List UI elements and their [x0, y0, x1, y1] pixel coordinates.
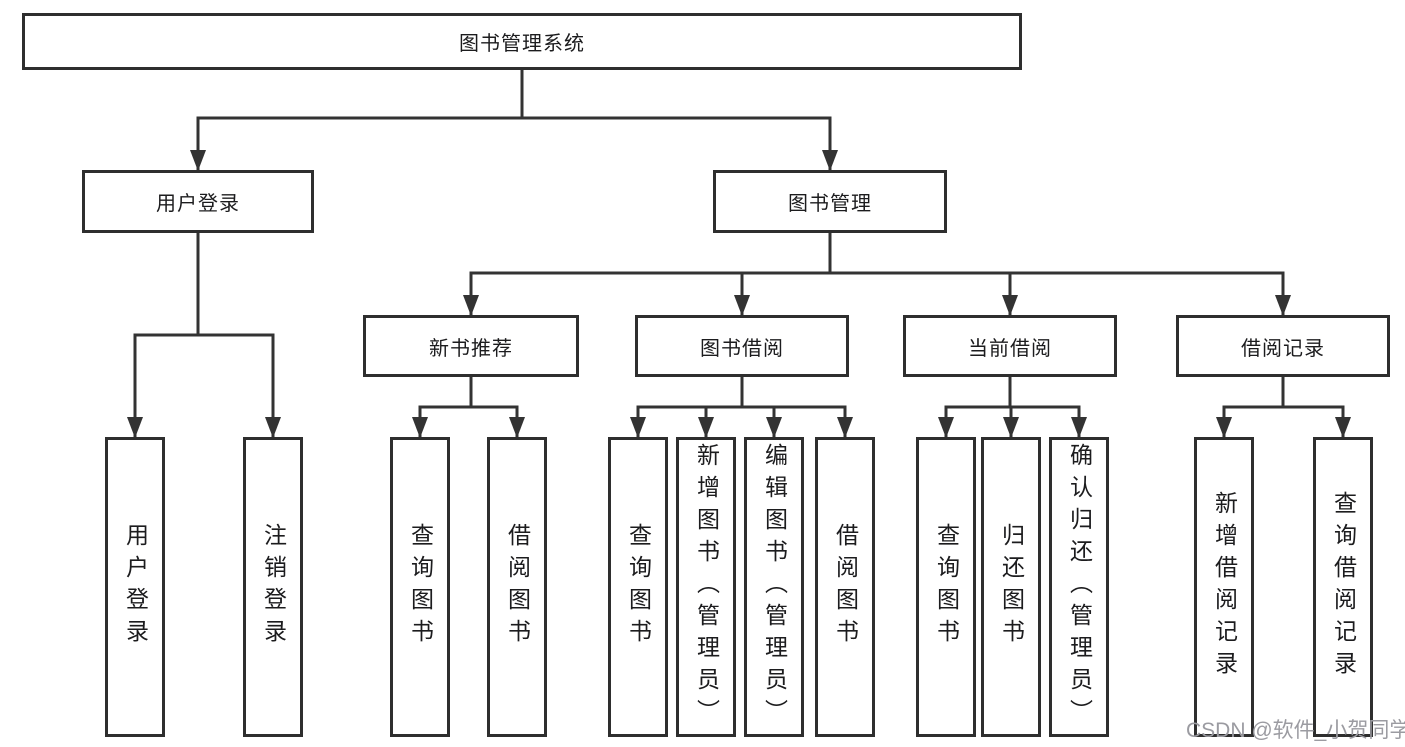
node-current-borrow-label: 当前借阅	[968, 337, 1052, 360]
node-root-label: 图书管理系统	[459, 33, 585, 55]
node-book-borrow-label: 图书借阅	[700, 337, 784, 360]
leaf-query-borrow-record: 查询借阅记录	[1313, 437, 1373, 737]
leaf-logout: 注销登录	[243, 437, 303, 737]
leaf-user-login-label: 用户登录	[122, 523, 148, 651]
leaf-add-borrow-record: 新增借阅记录	[1194, 437, 1254, 737]
leaf-add-book-admin: 新增图书（管理员）	[676, 437, 736, 737]
leaf-borrow-book-label: 借阅图书	[832, 523, 858, 651]
node-book-management-label: 图书管理	[788, 193, 872, 215]
node-new-book-recommend-label: 新书推荐	[429, 337, 513, 360]
leaf-borrow-book-recommend: 借阅图书	[487, 437, 547, 737]
leaf-query-book-current: 查询图书	[916, 437, 976, 737]
leaf-edit-book-admin-label: 编辑图书（管理员）	[761, 443, 787, 731]
csdn-watermark: CSDN @软件_小贺同学	[1186, 719, 1405, 742]
leaf-confirm-return-admin-label: 确认归还（管理员）	[1066, 443, 1092, 731]
leaf-query-borrow-record-label: 查询借阅记录	[1330, 491, 1356, 683]
leaf-add-borrow-record-label: 新增借阅记录	[1211, 491, 1237, 683]
leaf-borrow-book-recommend-label: 借阅图书	[504, 523, 530, 651]
node-borrow-record: 借阅记录	[1176, 315, 1390, 377]
leaf-query-book-borrow: 查询图书	[608, 437, 668, 737]
leaf-add-book-admin-label: 新增图书（管理员）	[693, 443, 719, 731]
leaf-query-book-recommend: 查询图书	[390, 437, 450, 737]
node-user-login: 用户登录	[82, 170, 314, 233]
node-book-borrow: 图书借阅	[635, 315, 849, 377]
node-user-login-label: 用户登录	[156, 193, 240, 215]
leaf-return-book-label: 归还图书	[998, 523, 1024, 651]
leaf-query-book-recommend-label: 查询图书	[407, 523, 433, 651]
leaf-confirm-return-admin: 确认归还（管理员）	[1049, 437, 1109, 737]
node-root: 图书管理系统	[22, 13, 1022, 70]
arrowheads	[127, 150, 1351, 438]
leaf-logout-label: 注销登录	[260, 523, 286, 651]
node-borrow-record-label: 借阅记录	[1241, 337, 1325, 360]
leaf-query-book-borrow-label: 查询图书	[625, 523, 651, 651]
leaf-query-book-current-label: 查询图书	[933, 523, 959, 651]
node-current-borrow: 当前借阅	[903, 315, 1117, 377]
node-book-management: 图书管理	[713, 170, 947, 233]
leaf-borrow-book: 借阅图书	[815, 437, 875, 737]
leaf-return-book: 归还图书	[981, 437, 1041, 737]
leaf-user-login: 用户登录	[105, 437, 165, 737]
leaf-edit-book-admin: 编辑图书（管理员）	[744, 437, 804, 737]
node-new-book-recommend: 新书推荐	[363, 315, 579, 377]
